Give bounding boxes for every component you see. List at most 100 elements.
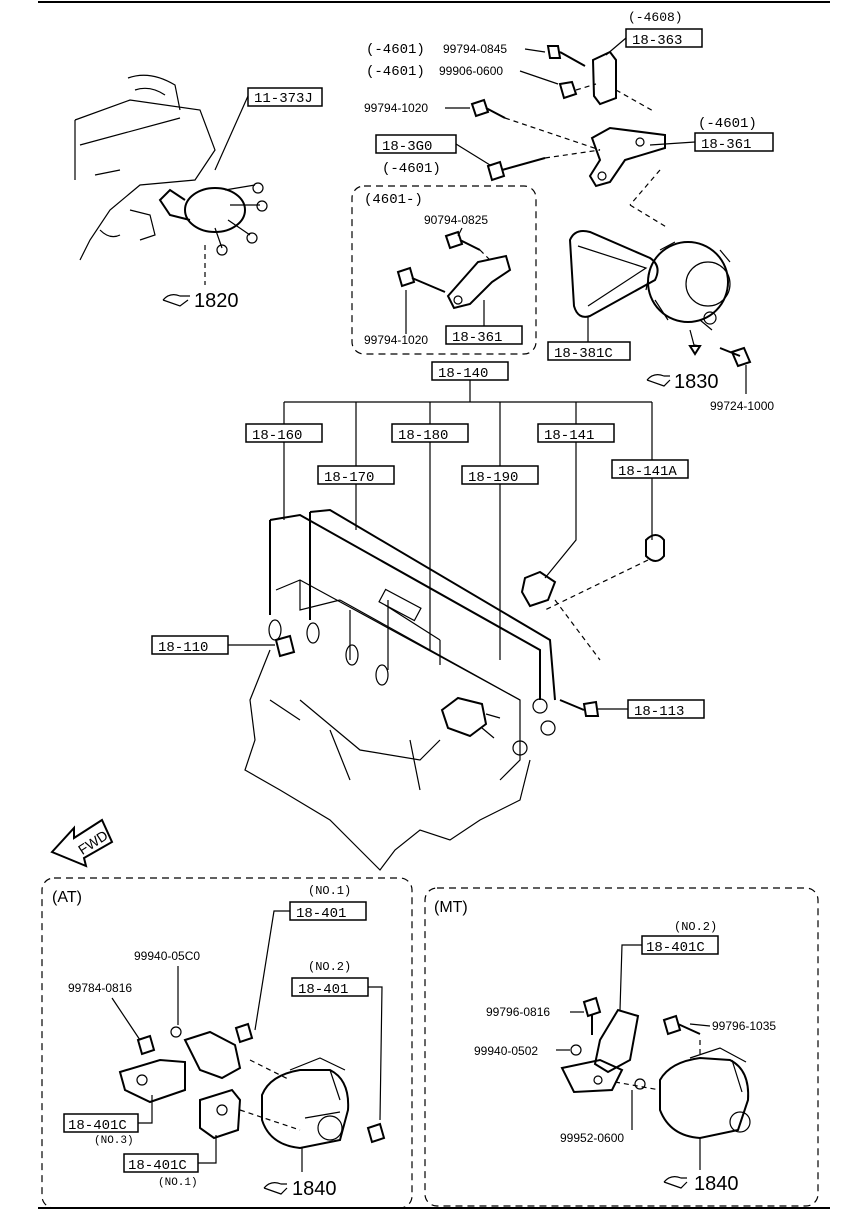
ref-mt-1840-text: 1840 <box>694 1173 739 1195</box>
at-section-box <box>41 877 413 1209</box>
part-99796-1035: 99796-1035 <box>712 1019 776 1033</box>
variant-box-4601 <box>351 185 537 355</box>
ref-at-1840-text: 1840 <box>292 1178 337 1200</box>
part-99940-05c0: 99940-05C0 <box>134 949 200 963</box>
leader-11-373j <box>214 95 249 171</box>
ref-1830-text: 1830 <box>674 371 719 393</box>
ref-at-18-401c-b: 18-401C <box>128 1158 187 1174</box>
bolt-99794-1020-a <box>470 98 506 119</box>
bolt-99794-0845 <box>546 45 586 67</box>
part-90794-0825: 90794-0825 <box>424 213 488 227</box>
dash-bolt-90794 <box>479 249 493 263</box>
leader-18-3g0 <box>455 143 491 166</box>
at-starter-illustration <box>118 1022 386 1172</box>
bracket-18-361-a <box>588 126 666 188</box>
spark-plug-18-110 <box>274 634 296 658</box>
ref-18-361-b: 18-361 <box>452 330 502 346</box>
leader-at-18-401-a <box>254 910 290 1031</box>
ref-mt-1840: 1840 <box>663 1173 739 1195</box>
part-99784-0816: 99784-0816 <box>68 981 132 995</box>
ref-18-170: 18-170 <box>324 470 374 486</box>
ref-1830: 1830 <box>646 371 719 393</box>
bolt-90794-0825 <box>444 230 481 251</box>
dash-bolt-a <box>504 117 601 151</box>
ref-arrow-icon-mt-1840 <box>663 1176 688 1189</box>
ref-18-3g0: 18-3G0 <box>382 139 432 155</box>
ref-at-1840: 1840 <box>263 1178 337 1200</box>
dash-nut <box>575 83 597 91</box>
mt-no2-label: (NO.2) <box>674 920 717 934</box>
part-99724-1000: 99724-1000 <box>710 399 774 413</box>
bolt-18-3g0 <box>486 157 546 182</box>
bolt-18-113 <box>559 699 600 717</box>
ref-18-190: 18-190 <box>468 470 518 486</box>
at-no3-label: (NO.3) <box>94 1135 134 1147</box>
ref-18-361-a: 18-361 <box>701 137 751 153</box>
leader-18-141 <box>544 442 577 579</box>
leader-18-361-a <box>649 141 696 146</box>
part-99794-0845: 99794-0845 <box>443 42 507 56</box>
at-section-title: (AT) <box>52 889 82 906</box>
ref-arrow-icon-1830 <box>646 374 671 387</box>
distributor-illustration <box>74 74 268 285</box>
label-4608: (-4608) <box>628 10 683 25</box>
leader-99794-0845 <box>524 48 546 53</box>
ref-arrow-icon-at-1840 <box>263 1182 288 1195</box>
leader-mt-18-401c <box>619 944 642 1011</box>
ref-18-141: 18-141 <box>544 428 594 444</box>
leader-at-18-401c-b <box>198 1135 217 1164</box>
leader-99906-0600 <box>519 70 559 85</box>
part-99906-0600: 99906-0600 <box>439 64 503 78</box>
ref-18-381c: 18-381C <box>554 346 613 362</box>
ref-1820: 1820 <box>162 290 239 312</box>
ref-box-18-381c <box>547 341 631 361</box>
bracket-b-hole <box>453 295 463 305</box>
ref-box-18-141a <box>611 459 689 479</box>
ref-18-113: 18-113 <box>634 704 684 720</box>
part-99794-1020-b: 99794-1020 <box>364 333 428 347</box>
ref-18-160: 18-160 <box>252 428 302 444</box>
clamp-18-363 <box>591 50 617 106</box>
bolt-99794-1020-b <box>396 266 446 293</box>
part-99796-0816: 99796-0816 <box>486 1005 550 1019</box>
alternator-illustration <box>568 230 731 356</box>
leader-at-18-401c-a <box>138 1095 153 1124</box>
part-99940-0502: 99940-0502 <box>474 1044 538 1058</box>
ref-18-363: 18-363 <box>632 33 682 49</box>
ref-1820-text: 1820 <box>194 290 239 312</box>
leader-99796-1035 <box>689 1023 711 1027</box>
part-99952-0600: 99952-0600 <box>560 1131 624 1145</box>
engine-block-illustration <box>244 508 665 871</box>
bracket-18-361-b <box>446 254 512 310</box>
label-4601-c: (-4601) <box>698 116 757 132</box>
forward-arrow-icon: FWD <box>50 818 114 868</box>
part-99794-1020-a: 99794-1020 <box>364 101 428 115</box>
ref-11-373j: 11-373J <box>254 91 313 107</box>
nut-99906-0600 <box>558 80 578 100</box>
mt-starter-illustration <box>560 996 751 1170</box>
ref-18-110: 18-110 <box>158 640 208 656</box>
dash-bolt-3g0 <box>544 149 601 159</box>
ref-at-18-401-b: 18-401 <box>298 982 348 998</box>
ref-18-180: 18-180 <box>398 428 448 444</box>
leader-at-18-401-b <box>368 986 383 1121</box>
ref-at-18-401c-a: 18-401C <box>68 1118 127 1134</box>
ref-18-140: 18-140 <box>438 366 488 382</box>
at-no1-label: (NO.1) <box>308 884 351 898</box>
dash-bracket-alt <box>629 169 661 206</box>
at-no1b-label: (NO.1) <box>158 1177 198 1189</box>
label-4601-d: (-4601) <box>382 161 441 177</box>
dash-clamp <box>615 89 656 113</box>
ref-at-18-401-a: 18-401 <box>296 906 346 922</box>
ref-18-141a: 18-141A <box>618 464 677 480</box>
mt-section-box <box>424 887 819 1207</box>
bolt-99724-1000 <box>719 346 752 368</box>
label-4601-b: (-4601) <box>366 64 425 80</box>
bracket-hole-b <box>635 137 645 147</box>
label-4601-e: (4601-) <box>364 192 423 208</box>
dash-bracket-alt-2 <box>629 204 669 229</box>
ref-box-11-373j <box>247 87 323 107</box>
ref-mt-18-401c: 18-401C <box>646 940 705 956</box>
ref-arrow-icon <box>162 294 190 307</box>
